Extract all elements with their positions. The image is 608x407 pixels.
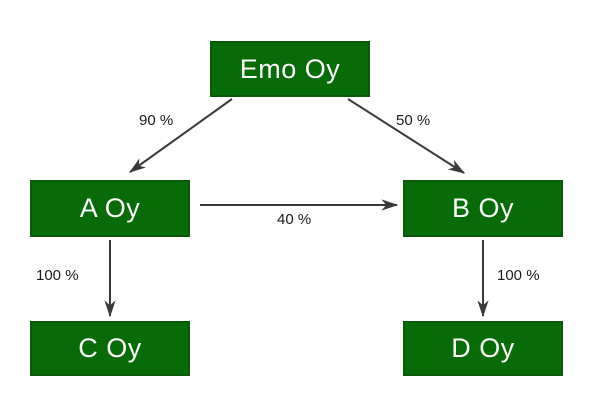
node-label: B Oy	[451, 193, 514, 223]
edge-label-b-to-d: 100 %	[497, 267, 540, 284]
edge-emo-to-a	[129, 98, 233, 173]
node-a-oy[interactable]: A Oy	[30, 180, 190, 237]
edge-label-a-to-c: 100 %	[36, 267, 79, 284]
edge-label-emo-to-a: 90 %	[139, 112, 174, 129]
node-c-oy[interactable]: C Oy	[30, 321, 190, 376]
node-b-oy[interactable]: B Oy	[403, 180, 563, 237]
edge-label-emo-to-b: 50 %	[396, 112, 431, 129]
node-d-oy[interactable]: D Oy	[403, 321, 563, 376]
edge-emo-to-b	[347, 98, 466, 174]
node-label: D Oy	[451, 333, 515, 363]
edge-label-a-to-b: 40 %	[277, 211, 312, 228]
node-label: A Oy	[79, 193, 141, 223]
node-label: Emo Oy	[239, 53, 341, 84]
node-label: C Oy	[78, 333, 142, 363]
node-emo-oy[interactable]: Emo Oy	[210, 41, 370, 97]
